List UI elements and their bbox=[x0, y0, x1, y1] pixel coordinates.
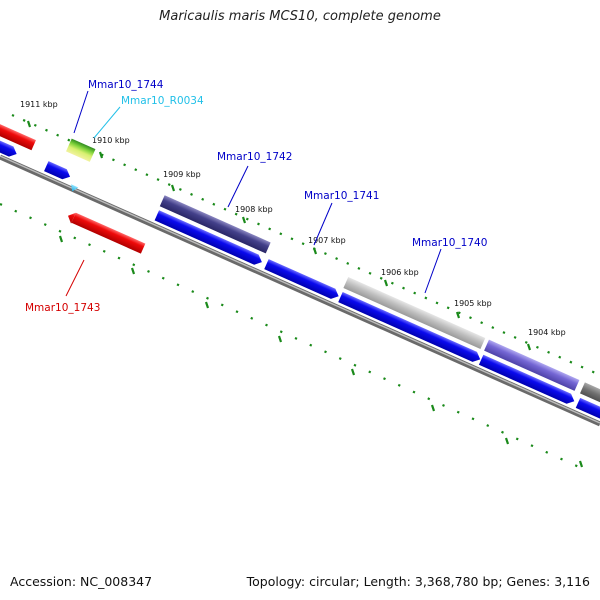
cds-forward-arrow[interactable] bbox=[0, 127, 19, 159]
trna-feature[interactable] bbox=[69, 184, 79, 193]
cog-track-segment[interactable] bbox=[343, 277, 486, 350]
gene-label[interactable]: Mmar10_1741 bbox=[304, 190, 379, 202]
tick-mark bbox=[26, 120, 32, 128]
tick-mark bbox=[98, 151, 104, 159]
tick-mark bbox=[58, 235, 64, 243]
tick-label: 1908 kbp bbox=[235, 205, 273, 214]
tick-mark bbox=[578, 460, 584, 468]
cds-forward-arrow[interactable] bbox=[338, 292, 482, 364]
genome-backbone bbox=[0, 154, 600, 427]
tick-label: 1911 kbp bbox=[20, 100, 58, 109]
cds-forward-arrow[interactable] bbox=[154, 210, 265, 267]
tick-mark bbox=[455, 311, 461, 319]
map-title: Maricaulis maris MCS10, complete genome bbox=[159, 9, 441, 24]
tick-mark bbox=[430, 404, 436, 412]
tick-label: 1907 kbp bbox=[308, 236, 346, 245]
rna-feature[interactable] bbox=[66, 138, 96, 162]
gene-label[interactable]: Mmar10_1742 bbox=[217, 151, 292, 163]
cds-forward-arrow[interactable] bbox=[478, 354, 577, 407]
tick-mark bbox=[526, 343, 532, 351]
tick-mark bbox=[312, 247, 318, 255]
cog-track-segment[interactable] bbox=[580, 382, 600, 424]
cog-track-segment[interactable] bbox=[484, 339, 580, 391]
gene-label[interactable]: Mmar10_1743 bbox=[25, 302, 100, 314]
gene-label[interactable]: Mmar10_R0034 bbox=[121, 95, 204, 107]
tick-mark bbox=[130, 267, 136, 275]
outer-major-ticks bbox=[26, 120, 532, 351]
tick-label: 1904 kbp bbox=[528, 328, 566, 337]
tick-mark bbox=[277, 335, 283, 343]
inner-tick-ring bbox=[0, 202, 591, 474]
tick-mark bbox=[350, 368, 356, 376]
tick-mark bbox=[504, 437, 510, 445]
gene-label[interactable]: Mmar10_1740 bbox=[412, 237, 487, 249]
tick-mark bbox=[204, 301, 210, 309]
cds-forward-arrow[interactable] bbox=[44, 161, 72, 182]
tick-label: 1909 kbp bbox=[163, 170, 201, 179]
genome-summary-text: Topology: circular; Length: 3,368,780 bp… bbox=[246, 574, 590, 589]
cds-forward-arrow[interactable] bbox=[575, 397, 600, 438]
cog-track-segment[interactable] bbox=[159, 195, 271, 254]
tick-label: 1906 kbp bbox=[381, 268, 419, 277]
tick-label: 1905 kbp bbox=[454, 299, 492, 308]
cds-reverse-arrow[interactable] bbox=[71, 212, 146, 254]
accession-text: Accession: NC_008347 bbox=[10, 574, 153, 589]
cds-forward-arrow[interactable] bbox=[264, 259, 341, 301]
label-leaders bbox=[65, 90, 442, 297]
cds-reverse-arrow[interactable] bbox=[0, 113, 36, 151]
tick-mark bbox=[170, 184, 176, 192]
cds-reverse-arrow[interactable] bbox=[66, 210, 76, 224]
tick-mark bbox=[241, 216, 247, 224]
tick-mark bbox=[383, 279, 389, 287]
gene-label[interactable]: Mmar10_1744 bbox=[88, 79, 164, 91]
inner-major-ticks bbox=[58, 235, 584, 468]
tick-label: 1910 kbp bbox=[92, 136, 130, 145]
